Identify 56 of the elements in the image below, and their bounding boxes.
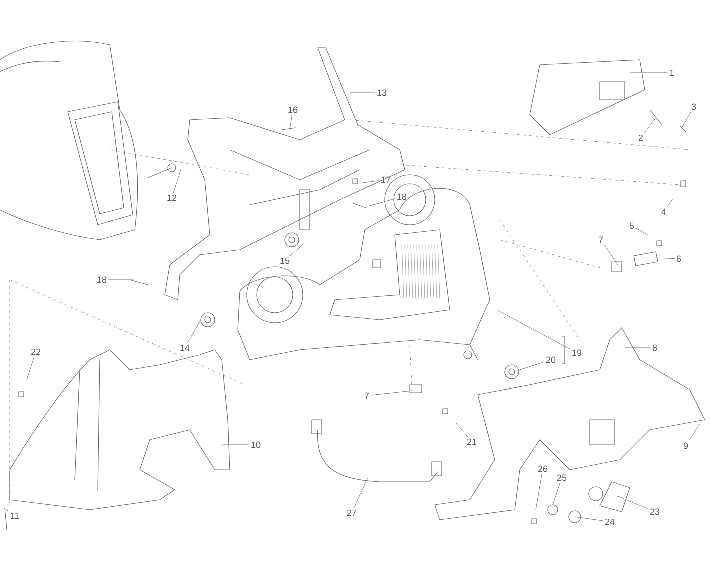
leader-line — [574, 516, 604, 522]
callout-number: 6 — [676, 256, 682, 262]
callout-number: 25 — [557, 474, 567, 482]
leader-line — [688, 424, 700, 442]
leader-line — [636, 228, 648, 236]
callout-number: 8 — [652, 344, 658, 352]
callout-number: 23 — [650, 508, 660, 516]
callout-number: 19 — [572, 350, 582, 356]
callout-number: 24 — [605, 518, 615, 526]
leader-line — [520, 362, 545, 370]
callout-number: 1 — [670, 70, 674, 76]
leader-line — [616, 496, 649, 510]
leader-line — [496, 310, 571, 350]
leader-line — [354, 478, 368, 508]
leader-line — [290, 242, 306, 256]
callout-number: 7 — [598, 236, 604, 244]
leader-line — [682, 112, 692, 128]
leader-line — [456, 422, 468, 438]
callout-number: 20 — [546, 356, 556, 364]
leader-line — [656, 258, 676, 260]
leader-line — [370, 390, 412, 396]
callout-number: 11 — [11, 512, 20, 520]
callout-number: 18 — [398, 194, 407, 200]
callout-number: 22 — [31, 348, 41, 356]
callout-number: 17 — [382, 176, 391, 184]
leader-line — [644, 118, 656, 134]
leader-line — [290, 114, 293, 130]
leader-line — [4, 508, 9, 512]
leader-line — [188, 320, 202, 344]
leader-line — [552, 482, 561, 506]
leader-line — [667, 198, 674, 208]
callout-number: 12 — [168, 194, 177, 202]
callout-number: 4 — [662, 208, 666, 216]
callout-number: 21 — [467, 438, 477, 446]
leader-line — [630, 72, 668, 74]
callout-number: 13 — [378, 90, 387, 96]
leader-line — [362, 180, 380, 184]
leader-line — [350, 92, 376, 94]
callout-number: 7 — [364, 392, 370, 400]
leader-line — [536, 474, 542, 510]
leader-line — [173, 170, 182, 194]
callout-number: 26 — [538, 466, 548, 472]
leader-line — [26, 356, 35, 380]
leader-line — [222, 444, 250, 446]
callout-number: 15 — [280, 258, 290, 264]
callout-number: 3 — [692, 104, 696, 110]
callout-number: 10 — [252, 442, 261, 448]
callout-number: 16 — [288, 106, 298, 114]
leader-line — [604, 244, 618, 266]
callout-number: 2 — [638, 134, 644, 142]
callout-number: 5 — [630, 222, 634, 230]
callout-number: 18 — [98, 276, 107, 284]
leader-line — [370, 198, 396, 206]
callout-number: 9 — [684, 442, 688, 450]
callout-number: 14 — [180, 344, 190, 352]
callout-number: 27 — [347, 510, 357, 516]
